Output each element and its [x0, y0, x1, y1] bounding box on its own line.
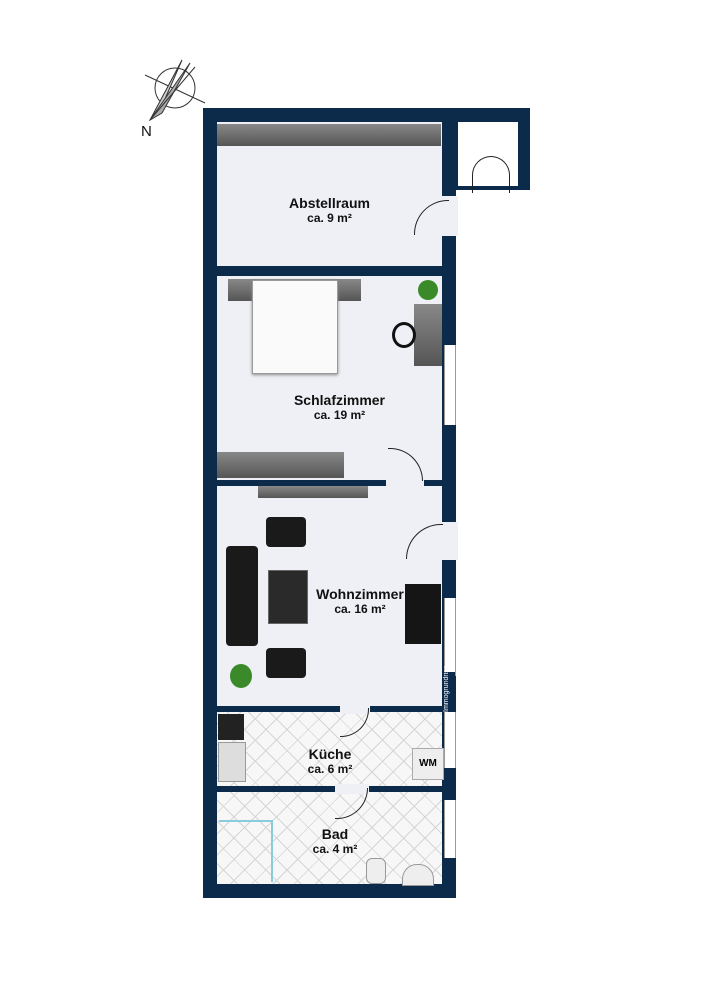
- plant-icon: [418, 280, 438, 300]
- shower: [219, 820, 273, 882]
- window: [444, 800, 456, 858]
- stove-icon: [218, 714, 244, 740]
- window: [444, 712, 456, 768]
- room-kueche: [217, 712, 442, 786]
- watermark: Immogrundriss: [443, 666, 455, 712]
- storage-shelves: [217, 124, 441, 146]
- armchair: [266, 648, 306, 678]
- desk-chair: [392, 322, 416, 348]
- coffee-table: [268, 570, 308, 624]
- room-abstellraum: [217, 122, 442, 266]
- sofa: [226, 546, 258, 646]
- plant-icon: [230, 664, 252, 688]
- washbasin-icon: [402, 864, 434, 886]
- compass-icon: [144, 59, 206, 122]
- dining-table: [405, 584, 441, 644]
- desk: [414, 304, 442, 366]
- sink-icon: [218, 742, 246, 782]
- wardrobe: [217, 452, 344, 478]
- window: [444, 345, 456, 425]
- annex-door: [472, 156, 510, 193]
- toilet-icon: [366, 858, 386, 884]
- washing-machine: WM: [412, 748, 444, 780]
- double-bed: [252, 280, 338, 374]
- tv-sideboard: [258, 486, 368, 498]
- armchair: [266, 517, 306, 547]
- window: [444, 598, 456, 676]
- compass-north-label: N: [141, 123, 152, 140]
